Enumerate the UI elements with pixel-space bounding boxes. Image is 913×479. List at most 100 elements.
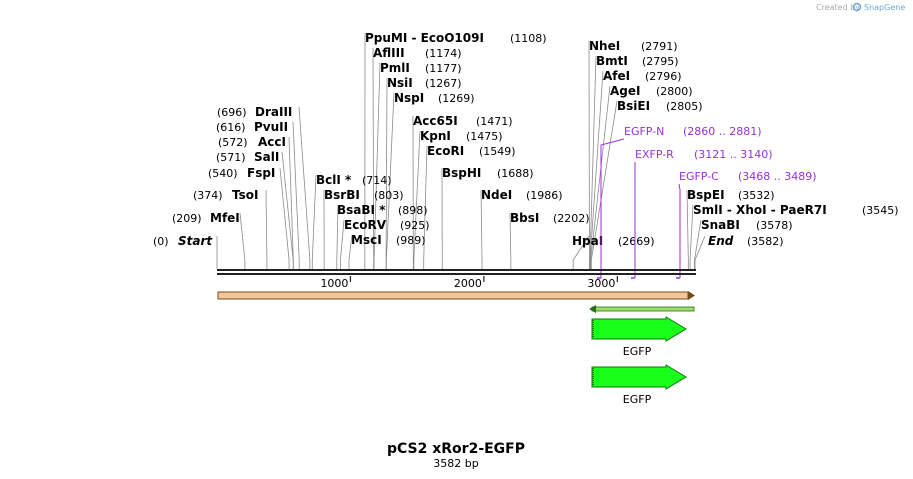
site-position-nspi: (1269) — [438, 92, 475, 105]
site-name-end: End — [708, 234, 734, 248]
leader-pmli — [373, 62, 381, 269]
leader-afei — [589, 70, 604, 269]
egfp-orf-line-body — [591, 306, 695, 312]
site-name-smli: SmlI - XhoI - PaeR7I — [693, 203, 827, 217]
site-name-nspi: NspI — [394, 91, 424, 105]
site-name-ecori: EcoRI — [427, 144, 464, 158]
leader-ecorv — [340, 219, 345, 269]
site-position-bsphi: (1688) — [497, 167, 534, 180]
primer-name-exfp-r: EXFP-R — [635, 148, 674, 161]
site-name-snabi: SnaBI — [701, 218, 740, 232]
site-position-tsoi: (374) — [193, 189, 223, 202]
site-position-ppumi: (1108) — [510, 32, 547, 45]
site-name-nhei: NheI — [589, 39, 620, 53]
site-name-bsphi: BspHI — [442, 166, 481, 180]
feature-egfp-2: EGFP — [591, 364, 687, 406]
site-name-fspi: FspI — [247, 166, 275, 180]
leader-nspi — [385, 92, 395, 269]
leader-bcli — [311, 174, 317, 269]
site-position-ndei: (1986) — [526, 189, 563, 202]
site-name-agei: AgeI — [610, 84, 640, 98]
leader-mfei — [239, 212, 246, 269]
sequence-backbone — [217, 269, 696, 275]
site-name-bsabi: BsaBI * — [337, 203, 386, 217]
leader-snabi — [694, 219, 702, 269]
site-position-acc65i: (1471) — [476, 115, 513, 128]
site-name-tsoi: TsoI — [232, 188, 258, 202]
site-name-bspei: BspEI — [687, 188, 725, 202]
site-position-start: (0) — [153, 235, 169, 248]
site-position-draiii: (696) — [217, 106, 247, 119]
leader-afliii — [372, 47, 375, 269]
site-position-fspi: (540) — [208, 167, 238, 180]
site-position-kpni: (1475) — [466, 130, 503, 143]
leader-hpai — [572, 235, 590, 269]
leader-bspei — [686, 189, 689, 269]
site-name-start: Start — [178, 234, 213, 248]
site-name-afliii: AflIII — [373, 46, 405, 60]
leader-draiii — [298, 106, 311, 269]
site-position-ecori: (1549) — [479, 145, 516, 158]
site-position-bsrbi: (803) — [374, 189, 404, 202]
leader-bbsi — [509, 212, 512, 269]
axis-label-3000: 3000 — [587, 277, 615, 290]
leader-fspi — [279, 167, 290, 269]
site-position-pmli: (1177) — [425, 62, 462, 75]
leader-msci — [348, 234, 353, 269]
watermark-brand: SnapGene — [864, 3, 905, 12]
site-name-hpai: HpaI — [572, 234, 603, 248]
leader-acci — [288, 136, 294, 269]
site-position-agei: (2800) — [656, 85, 693, 98]
site-position-hpai: (2669) — [618, 235, 655, 248]
egfp-orf-line — [589, 305, 695, 313]
egfp-arrow-1 — [591, 316, 687, 342]
leader-bsiei — [590, 100, 618, 269]
backbone-top-strand — [217, 269, 696, 271]
site-name-ecorv: EcoRV — [344, 218, 387, 232]
leader-pvuii — [292, 121, 300, 269]
site-name-acc65i: Acc65I — [413, 114, 458, 128]
site-position-bsiei: (2805) — [666, 100, 703, 113]
site-name-nsii: NsiI — [387, 76, 413, 90]
leader-end — [694, 235, 706, 269]
feature-label-egfp-1: EGFP — [623, 345, 652, 358]
bp-axis: 1000 2000 3000 — [320, 276, 618, 290]
backbone-bottom-strand — [217, 273, 696, 275]
orf-arrow-head — [688, 291, 695, 300]
feature-track: EGFP EGFP — [591, 316, 687, 406]
site-name-bcli: BclI * — [316, 173, 352, 187]
snapgene-logo-icon — [852, 2, 862, 12]
primer-line-egfp-c — [678, 183, 681, 278]
egfp-orf-arrow-left — [589, 305, 596, 313]
leader-smli — [689, 204, 694, 269]
site-leader-lines — [216, 32, 706, 269]
site-name-msci: MscI — [351, 233, 382, 247]
site-name-bsiei: BsiEI — [617, 99, 650, 113]
site-position-end: (3582) — [747, 235, 784, 248]
site-position-sali: (571) — [216, 151, 246, 164]
map-subtitle: 3582 bp — [433, 457, 478, 470]
feature-egfp-1: EGFP — [591, 316, 687, 358]
leader-ecori — [423, 145, 428, 269]
orf-bar-body — [217, 291, 689, 300]
site-name-ppumi: PpuMI - EcoO109I — [365, 31, 484, 45]
site-position-bbsi: (2202) — [553, 212, 590, 225]
site-name-afei: AfeI — [603, 69, 630, 83]
primer-name-egfp-n: EGFP-N — [624, 125, 664, 138]
site-name-pmli: PmlI — [380, 61, 410, 75]
site-position-bspei: (3532) — [738, 189, 775, 202]
primer-range-exfp-r: (3121 .. 3140) — [694, 148, 773, 161]
watermark-created-by: Created by — [816, 3, 860, 12]
primer-range-egfp-n: (2860 .. 2881) — [683, 125, 762, 138]
leader-kpni — [413, 130, 421, 269]
site-position-ecorv: (925) — [400, 219, 430, 232]
snapgene-watermark: Created by SnapGene — [816, 2, 905, 12]
axis-label-1000: 1000 — [320, 277, 348, 290]
site-name-mfei: MfeI — [210, 211, 240, 225]
axis-label-2000: 2000 — [454, 277, 482, 290]
site-name-acci: AccI — [258, 135, 286, 149]
egfp-arrow-2 — [591, 364, 687, 390]
site-position-nsii: (1267) — [425, 77, 462, 90]
restriction-site-labels: (0)Start(209)MfeI(374)TsoI(540)FspI(571)… — [153, 31, 899, 248]
